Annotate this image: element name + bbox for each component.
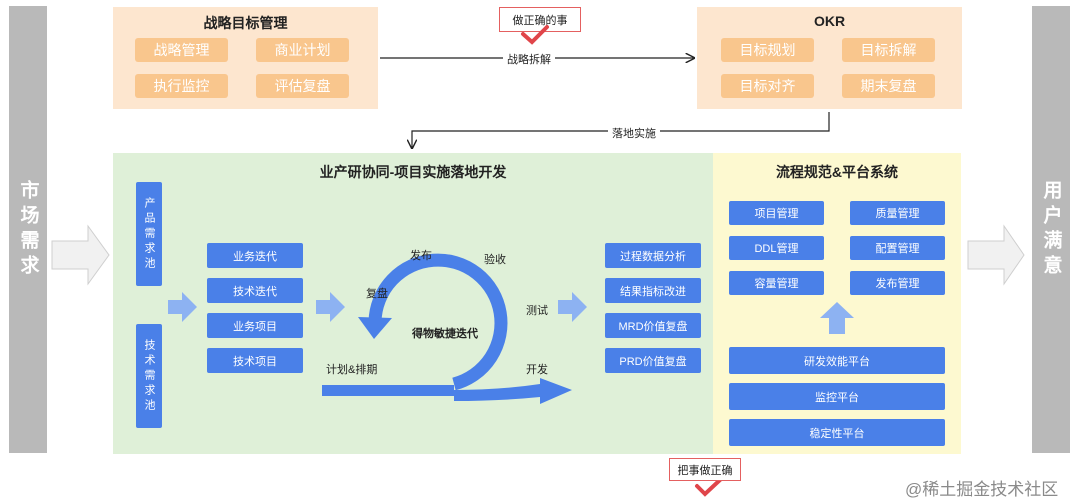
- flow-arrow-icon: [316, 292, 345, 322]
- cycle-center-label: 得物敏捷迭代: [412, 328, 478, 340]
- strategy-title: 战略目标管理: [203, 15, 288, 31]
- right-big-arrow-icon: [967, 224, 1025, 286]
- check-icon: [521, 25, 549, 45]
- iteration-item: 技术项目: [207, 348, 303, 373]
- platform-grid-item: DDL管理: [729, 236, 824, 260]
- platform-title: 流程规范&平台系统: [775, 164, 899, 180]
- product-demand-pool: 产品需求池: [136, 182, 162, 286]
- platform-grid-item: 容量管理: [729, 271, 824, 295]
- cycle-label-develop: 开发: [526, 364, 548, 376]
- strategy-item: 战略管理: [135, 38, 228, 62]
- cycle-label-accept: 验收: [484, 254, 506, 266]
- okr-item: 目标拆解: [842, 38, 935, 62]
- strategy-item: 评估复盘: [256, 74, 349, 98]
- platform-grid-item: 项目管理: [729, 201, 824, 225]
- tech-demand-pool-label: 技术需求池: [143, 338, 155, 414]
- iteration-item: 业务项目: [207, 313, 303, 338]
- cycle-label-review: 复盘: [366, 288, 388, 300]
- okr-box: OKR 目标规划 目标拆解 目标对齐 期末复盘: [697, 7, 962, 109]
- okr-title: OKR: [813, 13, 846, 29]
- strategy-breakdown-label: 战略拆解: [503, 51, 555, 67]
- okr-item: 目标规划: [721, 38, 814, 62]
- platform-bar: 稳定性平台: [729, 419, 945, 446]
- agile-cycle-arrowhead: [358, 317, 392, 339]
- platform-bar: 监控平台: [729, 383, 945, 410]
- user-satisfaction-label: 用户满意: [1040, 179, 1062, 280]
- strategy-item: 执行监控: [135, 74, 228, 98]
- landing-label: 落地实施: [608, 125, 660, 141]
- okr-item: 目标对齐: [721, 74, 814, 98]
- up-arrow-icon: [820, 302, 854, 334]
- product-demand-pool-label: 产品需求池: [143, 196, 155, 272]
- rd-title: 业产研协同-项目实施落地开发: [319, 164, 507, 180]
- cycle-label-release: 发布: [410, 250, 432, 262]
- user-satisfaction-bar: 用户满意: [1032, 6, 1070, 453]
- left-big-arrow-icon: [51, 224, 110, 286]
- do-right-thing-label: 做正确的事: [512, 14, 568, 27]
- platform-grid-item: 质量管理: [850, 201, 945, 225]
- iteration-item: 业务迭代: [207, 243, 303, 268]
- plan-develop-arrow: [322, 372, 454, 400]
- do-thing-right-box: 把事做正确: [669, 458, 741, 481]
- cycle-label-plan: 计划&排期: [326, 364, 378, 376]
- flow-arrow-icon: [558, 292, 587, 322]
- tech-demand-pool: 技术需求池: [136, 324, 162, 428]
- agile-cycle-loop: [368, 253, 508, 391]
- market-demand-bar: 市场需求: [9, 6, 47, 453]
- output-item: 过程数据分析: [605, 243, 701, 268]
- output-item: 结果指标改进: [605, 278, 701, 303]
- check-icon: [695, 477, 723, 497]
- output-item: PRD价值复盘: [605, 348, 701, 373]
- strategy-box: 战略目标管理 战略管理 商业计划 执行监控 评估复盘: [113, 7, 378, 109]
- okr-item: 期末复盘: [842, 74, 935, 98]
- strategy-item: 商业计划: [256, 38, 349, 62]
- platform-grid-item: 配置管理: [850, 236, 945, 260]
- output-item: MRD价值复盘: [605, 313, 701, 338]
- flow-arrow-icon: [168, 292, 197, 322]
- watermark: @稀土掘金技术社区: [905, 480, 1059, 499]
- platform-bar: 研发效能平台: [729, 347, 945, 374]
- market-demand-label: 市场需求: [17, 179, 39, 280]
- iteration-item: 技术迭代: [207, 278, 303, 303]
- cycle-label-test: 测试: [526, 305, 548, 317]
- do-thing-right-label: 把事做正确: [677, 464, 733, 477]
- rd-region: 业产研协同-项目实施落地开发: [113, 153, 713, 454]
- platform-grid-item: 发布管理: [850, 271, 945, 295]
